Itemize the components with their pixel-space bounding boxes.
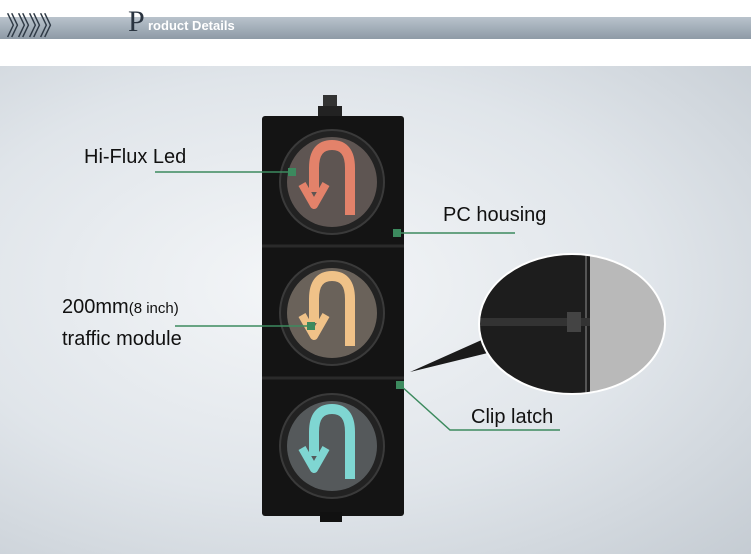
- chevron-right-icon: 》》》》: [6, 12, 65, 42]
- module-size: 200mm: [62, 296, 129, 318]
- bottom-bracket: [320, 512, 342, 522]
- section-title-initial: P: [128, 5, 145, 38]
- callout-module-type: traffic module: [62, 328, 182, 350]
- mount-nut: [323, 95, 337, 109]
- traffic-light-illustration: [155, 95, 666, 522]
- callout-module-size: 200mm(8 inch): [62, 296, 179, 319]
- leader-lines: [155, 171, 560, 431]
- clip-latch-zoom: [479, 254, 665, 394]
- zoom-pointer: [410, 334, 500, 372]
- u-turn-arrow-red-icon: [298, 140, 355, 215]
- product-photo: Hi-Flux Led PC housing 200mm(8 inch) tra…: [0, 66, 751, 554]
- zoom-circle: [478, 253, 666, 395]
- lens-green: [287, 401, 377, 491]
- section-title: roduct Details: [148, 18, 235, 33]
- u-turn-arrow-amber-icon: [298, 271, 355, 346]
- callout-hi-flux: Hi-Flux Led: [84, 146, 187, 168]
- header-bar: [0, 17, 751, 39]
- module-size-inch: (8 inch): [128, 300, 179, 317]
- callout-clip-latch: Clip latch: [471, 406, 554, 428]
- u-turn-arrow-green-icon: [298, 404, 355, 479]
- lens-amber: [287, 268, 377, 358]
- section-header: 》》》》 P roduct Details: [0, 0, 751, 42]
- callout-pc-housing: PC housing: [443, 204, 547, 226]
- leader-markers: [288, 168, 404, 389]
- lens-red: [287, 137, 377, 227]
- mount-bracket: [318, 106, 342, 116]
